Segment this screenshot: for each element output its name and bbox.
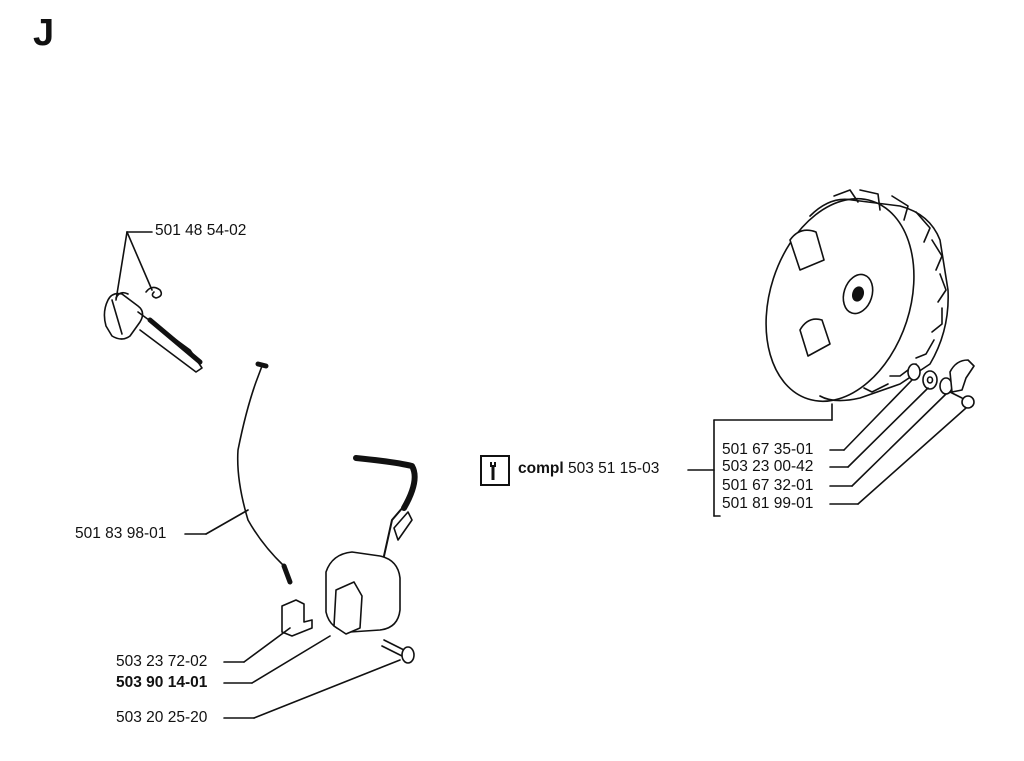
part-label-starter-pawl: 501 67 32-01 — [722, 477, 814, 494]
part-label-screw: 503 20 25-20 — [116, 709, 208, 726]
part-label-spacer: 503 23 72-02 — [116, 653, 208, 670]
ignition-lead-drawing — [236, 361, 293, 585]
leader-line — [126, 231, 153, 291]
spacer-drawing — [281, 599, 313, 637]
part-label-ignition-module: 503 90 14-01 — [116, 674, 208, 691]
kit-prefix: compl — [518, 460, 564, 477]
leader-line — [243, 627, 291, 663]
leader-line — [115, 231, 128, 301]
part-label-pawl-screw: 501 81 99-01 — [722, 495, 814, 512]
kit-label: compl 503 51 15-03 — [518, 460, 659, 478]
leader-line — [251, 635, 331, 684]
wrench-icon — [480, 455, 510, 486]
kit-number: 503 51 15-03 — [567, 460, 660, 477]
leader-line — [847, 387, 929, 468]
flywheel-hardware-drawing — [907, 359, 975, 409]
part-label-flywheel-nut: 503 23 00-42 — [722, 458, 814, 475]
part-label-spark-plug-cap: 501 48 54-02 — [155, 222, 247, 239]
leader-line — [205, 509, 249, 535]
leader-line — [857, 407, 967, 505]
page-letter: J — [33, 12, 55, 54]
leader-line — [843, 379, 913, 451]
part-label-ignition-lead: 501 83 98-01 — [75, 525, 167, 542]
flywheel-drawing — [765, 189, 949, 403]
spark-plug-cap-drawing — [103, 286, 203, 373]
part-label-flywheel-washer: 501 67 35-01 — [722, 441, 814, 458]
ignition-module-drawing — [325, 455, 418, 635]
screw-drawing — [381, 639, 415, 664]
leader-line — [851, 393, 947, 487]
leader-line — [253, 659, 401, 719]
